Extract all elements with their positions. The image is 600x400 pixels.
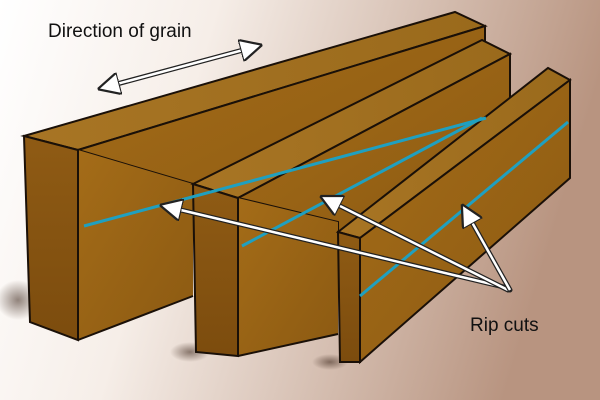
rip-cut-line bbox=[241, 116, 483, 248]
rip-cuts-label: Rip cuts bbox=[470, 315, 539, 336]
wide-board bbox=[20, 10, 488, 342]
rip-cut-pointers bbox=[164, 198, 513, 293]
rip-cut-pointer-arrow bbox=[464, 208, 512, 291]
grain-direction-label: Direction of grain bbox=[48, 21, 192, 42]
medium-board-face-lower bbox=[238, 198, 338, 356]
medium-board-end bbox=[191, 182, 239, 358]
rip-cut-line bbox=[83, 116, 487, 228]
wide-board-face-lower bbox=[78, 150, 193, 340]
wide-board-end bbox=[22, 134, 79, 342]
narrow-board-end bbox=[336, 230, 361, 363]
rip-cut-pointer-arrow bbox=[164, 206, 509, 290]
rip-cut-pointer-arrow bbox=[324, 198, 509, 292]
grain-direction-arrow bbox=[102, 46, 258, 88]
